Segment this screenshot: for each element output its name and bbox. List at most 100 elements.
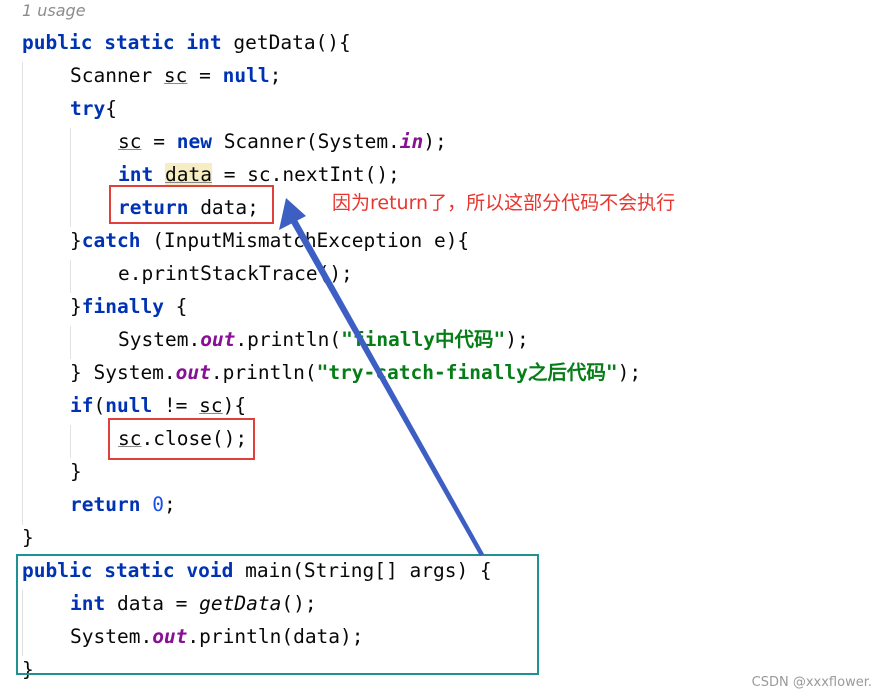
keyword: catch <box>81 229 141 252</box>
code-text: .println( <box>210 361 317 384</box>
code-text: System. <box>118 328 201 351</box>
code-line-15: return 0; <box>70 488 176 521</box>
keyword: finally <box>81 295 164 318</box>
usage-hint[interactable]: 1 usage <box>22 1 86 20</box>
static-field: in <box>399 130 424 153</box>
keyword: new <box>176 130 212 153</box>
indent-guide <box>70 128 71 227</box>
code-line-16: } <box>22 521 34 554</box>
indent-guide <box>22 62 23 525</box>
keyword: int <box>186 31 222 54</box>
method-signature: getData(){ <box>233 31 351 54</box>
variable-sc: sc <box>163 64 188 87</box>
variable-sc: sc <box>199 394 223 417</box>
code-text: (InputMismatchException e){ <box>152 229 470 252</box>
indent-guide <box>22 590 23 656</box>
keyword: static <box>104 31 175 54</box>
code-line-9: }finally { <box>70 290 187 323</box>
variable-data-highlighted: data <box>164 163 212 186</box>
csdn-watermark: CSDN @xxxflower. <box>751 675 872 690</box>
static-method-call: getData <box>199 592 282 615</box>
indent-guide <box>70 260 71 293</box>
keyword: static <box>104 559 175 582</box>
static-field: out <box>152 625 188 648</box>
keyword: int <box>118 163 154 186</box>
keyword: return <box>70 493 141 516</box>
keyword: null <box>105 394 153 417</box>
indent-guide <box>70 425 71 458</box>
code-line-19: System.out.println(data); <box>70 620 364 653</box>
code-line-3: try{ <box>70 92 117 125</box>
close-highlight-box <box>108 418 255 460</box>
code-text: .println( <box>235 328 342 351</box>
code-text: ); <box>617 361 642 384</box>
code-text: e.printStackTrace(); <box>118 262 353 285</box>
code-text: } <box>70 229 82 252</box>
code-text: } <box>22 658 34 681</box>
code-text: != <box>152 394 200 417</box>
code-text: } System. <box>70 361 176 384</box>
keyword: void <box>186 559 234 582</box>
method-signature: main(String[] args) { <box>245 559 492 582</box>
code-text: ); <box>505 328 529 351</box>
code-text: .close(); <box>141 427 248 450</box>
code-text: } <box>22 526 34 549</box>
indent-guide <box>70 326 71 359</box>
code-text: } <box>70 460 82 483</box>
code-line-14: } <box>70 455 82 488</box>
variable-sc: sc <box>118 130 142 153</box>
code-line-17: public static void main(String[] args) { <box>22 554 492 587</box>
code-line-11: } System.out.println("try-catch-finally之… <box>70 356 641 389</box>
code-text: ){ <box>222 394 247 417</box>
code-line-8: e.printStackTrace(); <box>118 257 353 290</box>
annotation-label: 因为return了，所以这部分代码不会执行 <box>332 192 676 214</box>
string-literal: "finally中代码" <box>341 328 506 351</box>
code-line-12: if(null != sc){ <box>70 389 246 422</box>
code-text: ( <box>93 394 106 417</box>
keyword: public <box>22 559 93 582</box>
code-text: } <box>70 295 82 318</box>
string-literal: "try-catch-finally之后代码" <box>316 361 618 384</box>
code-line-5: int data = sc.nextInt(); <box>118 158 400 191</box>
main-method-box <box>16 554 539 675</box>
static-field: out <box>175 361 211 384</box>
code-text: Scanner(System. <box>211 130 400 153</box>
code-line-20: } <box>22 653 34 686</box>
code-text: ); <box>423 130 447 153</box>
code-text: = <box>187 64 223 87</box>
keyword: return <box>118 196 189 219</box>
keyword: public <box>22 31 93 54</box>
keyword: if <box>70 394 94 417</box>
code-text: { <box>163 295 188 318</box>
keyword: int <box>70 592 106 615</box>
code-line-7: }catch (InputMismatchException e){ <box>70 224 469 257</box>
code-text: data = <box>105 592 200 615</box>
code-text: = <box>141 130 177 153</box>
arrow-shaft <box>290 218 484 556</box>
code-text: = sc.nextInt(); <box>211 163 400 186</box>
code-line-4: sc = new Scanner(System.in); <box>118 125 447 158</box>
return-highlight-box <box>109 185 274 224</box>
code-text: data; <box>188 196 259 219</box>
code-line-18: int data = getData(); <box>70 587 317 620</box>
code-line-1: public static int getData(){ <box>22 26 351 59</box>
code-text: ; <box>163 493 176 516</box>
code-line-13: sc.close(); <box>118 422 247 455</box>
code-text: ; <box>269 64 282 87</box>
code-text: Scanner <box>70 64 164 87</box>
arrow-head-icon <box>279 198 306 230</box>
variable-sc: sc <box>118 427 142 450</box>
keyword: null <box>222 64 270 87</box>
code-text: System. <box>70 625 153 648</box>
number-literal: 0 <box>152 493 164 516</box>
keyword: try <box>70 97 106 120</box>
code-text: .println(data); <box>187 625 364 648</box>
code-line-6: return data; <box>118 191 259 224</box>
code-text: { <box>105 97 117 120</box>
code-text: (); <box>281 592 317 615</box>
static-field: out <box>200 328 236 351</box>
code-line-2: Scanner sc = null; <box>70 59 281 92</box>
code-line-10: System.out.println("finally中代码"); <box>118 323 529 356</box>
